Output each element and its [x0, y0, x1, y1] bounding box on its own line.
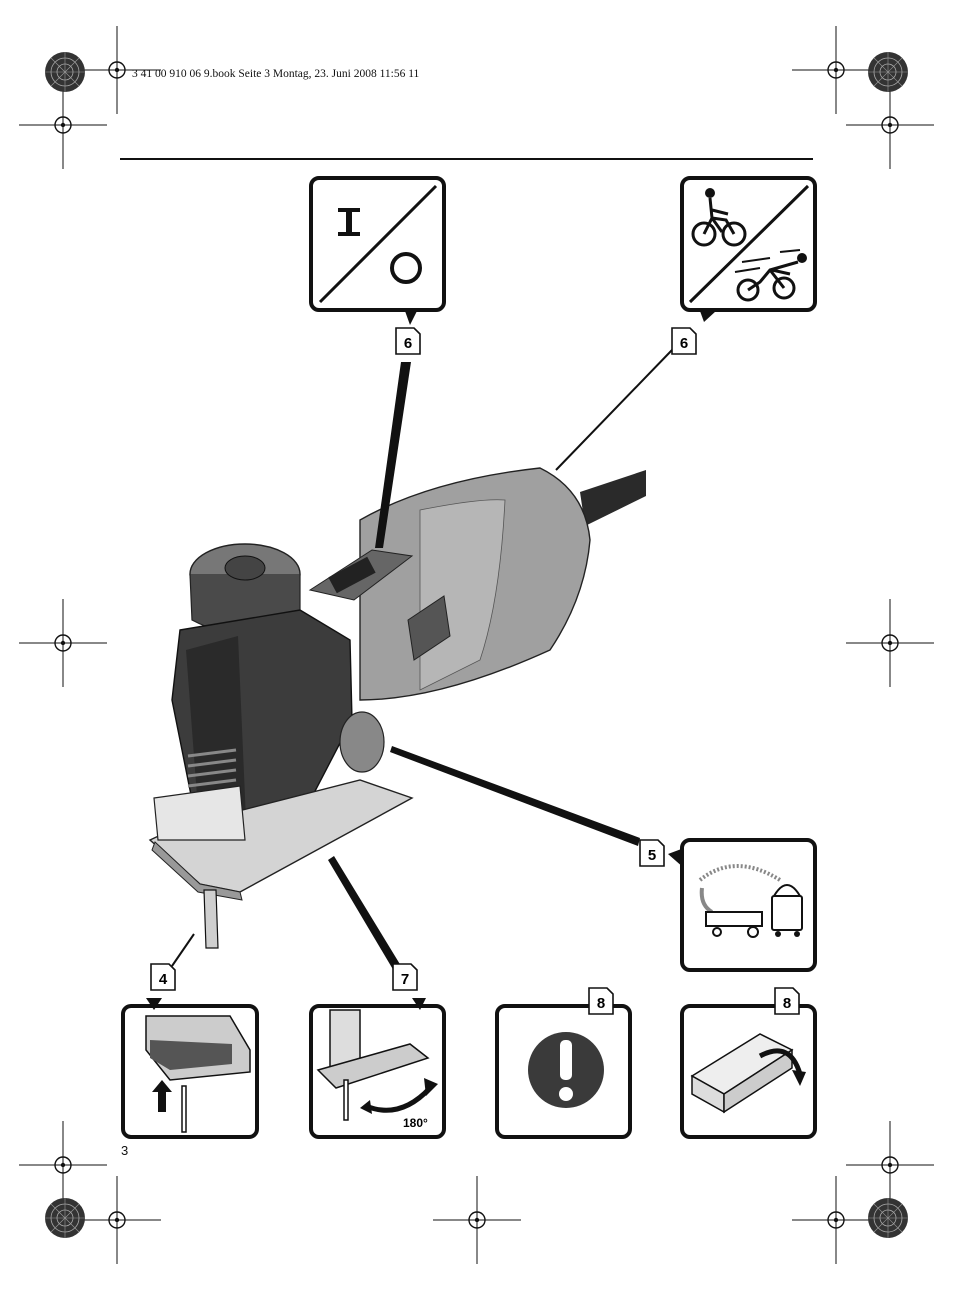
callout-blade-number: 4	[159, 971, 168, 988]
jigsaw-illustration	[148, 467, 646, 949]
callout-blade-4: 4	[150, 963, 176, 991]
exclamation-warning-icon	[528, 1032, 604, 1108]
callout-case-8: 8	[774, 987, 800, 1015]
callout-dust-number: 5	[648, 847, 656, 864]
header-rule	[120, 158, 813, 160]
warning-panel	[495, 1004, 632, 1139]
callout-switch-number: 6	[404, 335, 412, 352]
vacuum-extraction-icon	[698, 864, 803, 938]
callout-speed-6: 6	[671, 327, 697, 355]
on-off-switch-icon	[338, 208, 422, 284]
callout-dust-5: 5	[639, 839, 665, 867]
callout-pendulum-7: 7	[392, 963, 418, 991]
callout-switch-6: 6	[395, 327, 421, 355]
rotation-angle-label: 180°	[403, 1116, 428, 1130]
callout-pendulum-number: 7	[401, 971, 409, 988]
switch-panel	[309, 176, 446, 325]
page-number: 3	[121, 1143, 129, 1158]
bicycle-speed-icon	[691, 188, 807, 302]
storage-case-icon	[690, 1033, 806, 1114]
blade-panel	[121, 998, 259, 1139]
blade-insert-icon	[145, 1015, 251, 1133]
speed-panel	[680, 176, 817, 322]
callout-warning-8: 8	[588, 987, 614, 1015]
callout-warning-number: 8	[597, 995, 605, 1012]
case-panel	[680, 1004, 817, 1139]
dust-panel	[668, 838, 817, 972]
pendulum-panel: 180°	[309, 998, 446, 1139]
callout-case-number: 8	[783, 995, 791, 1012]
leader-lines	[171, 349, 673, 988]
rotate-shoe-icon	[316, 1009, 438, 1121]
print-header: 3 41 00 910 06 9.book Seite 3 Montag, 23…	[132, 68, 420, 80]
callout-speed-number: 6	[680, 335, 688, 352]
